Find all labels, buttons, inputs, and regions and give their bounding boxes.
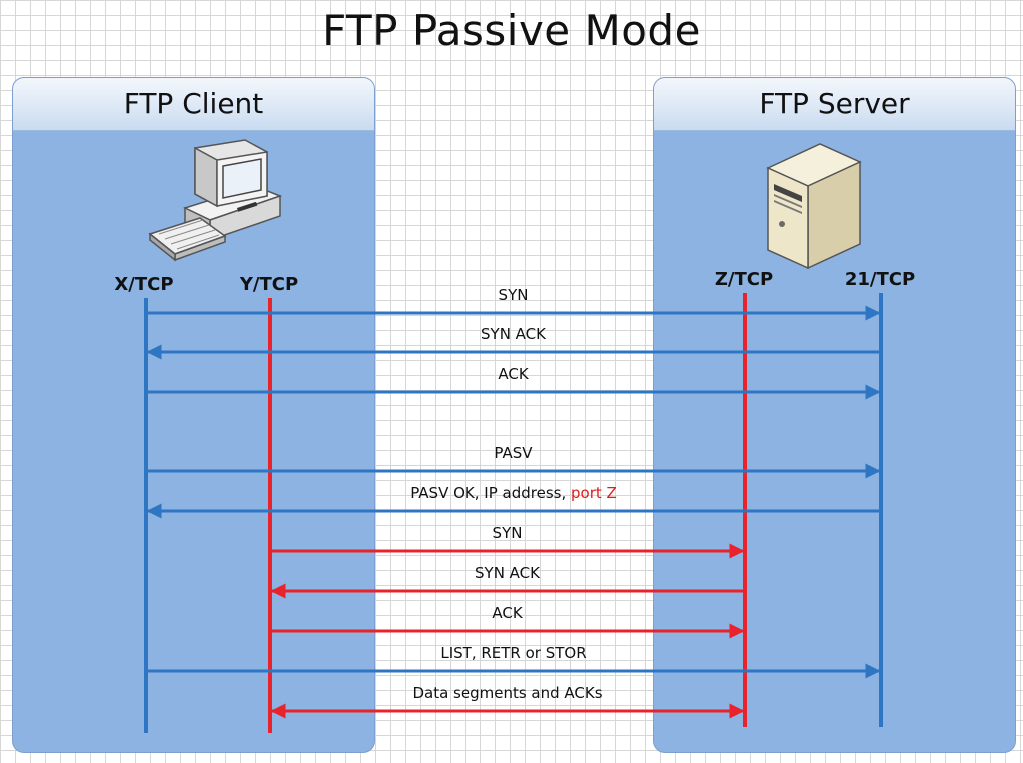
message-label-text: Data segments and ACKs — [412, 684, 603, 702]
tower-server-icon — [766, 143, 862, 270]
message-label: SYN — [499, 286, 529, 304]
ftp-client-panel: FTP Client — [12, 77, 375, 753]
message-label-text: PASV OK, IP address, — [410, 484, 571, 502]
message-label-text: SYN ACK — [475, 564, 540, 582]
message-label: SYN ACK — [481, 325, 546, 343]
message-label-highlight: port Z — [570, 484, 617, 502]
message-label: SYN ACK — [475, 564, 540, 582]
message-label-text: SYN ACK — [481, 325, 546, 343]
port-label-x-tcp: X/TCP — [114, 274, 174, 295]
ftp-client-header: FTP Client — [13, 78, 374, 131]
page-title: FTP Passive Mode — [322, 6, 701, 55]
desktop-computer-icon — [148, 139, 283, 262]
message-label: PASV — [494, 444, 532, 462]
message-label: PASV OK, IP address, port Z — [410, 484, 617, 502]
message-label: ACK — [492, 604, 522, 622]
message-label: Data segments and ACKs — [412, 684, 602, 702]
message-label-text: SYN — [498, 286, 529, 304]
message-label: ACK — [498, 365, 528, 383]
message-label-text: PASV — [494, 444, 533, 462]
message-label-text: LIST, RETR or STOR — [440, 644, 587, 662]
message-label-text: SYN — [492, 524, 523, 542]
port-label-21-tcp: 21/TCP — [844, 269, 916, 290]
port-label-z-tcp: Z/TCP — [714, 269, 774, 290]
message-label-text: ACK — [498, 365, 529, 383]
message-label-text: ACK — [492, 604, 523, 622]
ftp-server-header: FTP Server — [654, 78, 1015, 131]
message-label: SYN — [493, 524, 523, 542]
port-label-y-tcp: Y/TCP — [239, 274, 299, 295]
message-label: LIST, RETR or STOR — [440, 644, 586, 662]
